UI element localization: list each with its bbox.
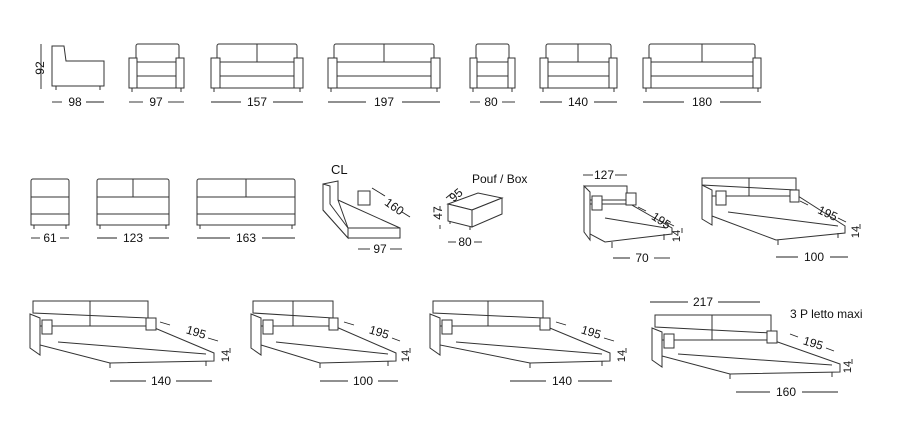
bed-leg-label: 14 <box>671 230 683 242</box>
bed-leg-label: 14 <box>842 361 854 373</box>
bed-top-width-label: 217 <box>693 295 713 309</box>
sofa-2-seat-small-front-view: 140 <box>539 43 618 109</box>
bed-mattress-label: 195 <box>185 323 209 342</box>
pouf-height-label: 47 <box>431 206 445 220</box>
bed-mattress-label: 195 <box>368 323 392 342</box>
pouf-label: Pouf / Box <box>472 172 527 186</box>
cl-width-label: 97 <box>373 242 387 256</box>
bed-mattress-label: 195 <box>802 334 826 353</box>
bed-leg-label: 14 <box>220 350 232 362</box>
armless-chair-front-view: 61 <box>30 178 70 245</box>
armchair-bed: 127 195 14 70 <box>583 168 683 265</box>
width-label: 98 <box>68 95 82 109</box>
width-label: 180 <box>692 95 712 109</box>
sofa-bed-3p-letto-maxi: 217 3 P letto maxi 195 14 160 <box>650 295 862 399</box>
armchair-small-front-view: 80 <box>469 43 516 109</box>
bed-width-label: 160 <box>776 385 796 399</box>
bed-width-label: 100 <box>353 374 373 388</box>
cl-label: CL <box>331 162 348 177</box>
width-label: 157 <box>247 95 267 109</box>
width-label: 140 <box>568 95 588 109</box>
bed-leg-label: 14 <box>616 350 628 362</box>
armless-sofa-2-seat-front-view: 123 <box>96 178 170 245</box>
bed-top-width-label: 127 <box>594 168 614 182</box>
width-label: 97 <box>149 95 163 109</box>
sofa-bed-140-second: 195 14 140 <box>429 300 628 388</box>
bed-model-label: 3 P letto maxi <box>790 307 862 321</box>
height-label: 92 <box>33 61 47 75</box>
bed-width-label: 100 <box>804 250 824 264</box>
bed-width-label: 140 <box>151 374 171 388</box>
cl-length-label: 160 <box>382 195 407 218</box>
sofa-3-seat-wide-front-view: 180 <box>642 43 762 109</box>
sofa-2-seat-front-view: 157 <box>210 43 304 109</box>
chaise-longue-cl: CL 160 97 <box>322 162 411 256</box>
armchair-front-view: 97 <box>128 43 185 109</box>
width-label: 197 <box>374 95 394 109</box>
armless-sofa-3-seat-front-view: 163 <box>196 178 296 245</box>
width-label: 163 <box>236 231 256 245</box>
width-label: 80 <box>484 95 498 109</box>
bed-width-label: 70 <box>635 251 649 265</box>
bed-leg-label: 14 <box>400 350 412 362</box>
sofa-bed-140: 195 14 140 <box>29 300 232 388</box>
bed-mattress-label: 195 <box>580 323 604 342</box>
width-label: 123 <box>123 231 143 245</box>
pouf-box: Pouf / Box 95 47 80 <box>431 172 527 249</box>
bed-leg-label: 14 <box>850 226 862 238</box>
sofa-bed-100: 195 14 100 <box>250 300 412 388</box>
sofa-side-view: 92 98 <box>33 44 105 109</box>
sofa-3-seat-front-view: 197 <box>327 43 441 109</box>
width-label: 61 <box>43 231 57 245</box>
pouf-width-label: 80 <box>458 235 472 249</box>
sofa-bed-2-seat: 195 14 100 <box>701 177 862 264</box>
bed-width-label: 140 <box>552 374 572 388</box>
